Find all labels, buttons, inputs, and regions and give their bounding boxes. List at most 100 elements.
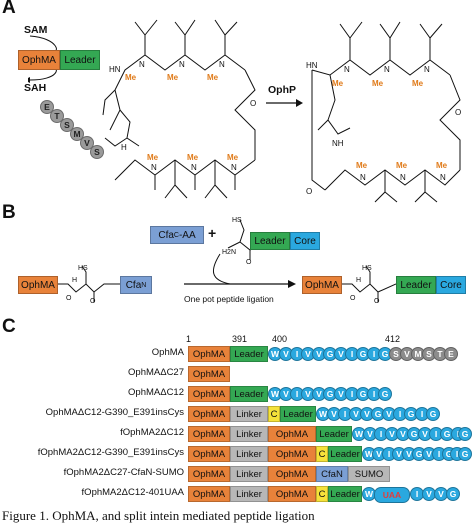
seg-c-insert: C — [316, 486, 328, 502]
ligation-label: One pot peptide ligation — [184, 294, 274, 304]
seg-leader: Leader — [280, 406, 316, 422]
svg-text:Me: Me — [356, 161, 368, 170]
core-beads-row2: W V I V V G V I G I G — [268, 387, 398, 401]
svg-text:H: H — [356, 277, 361, 284]
svg-text:Me: Me — [147, 153, 159, 162]
seg-leader: Leader — [230, 386, 268, 402]
ophp-label: OphP — [268, 84, 296, 96]
pos-400: 400 — [272, 334, 288, 344]
svg-text:Me: Me — [227, 153, 239, 162]
seg-ophma: OphMA — [188, 486, 230, 502]
seg-ophma: OphMA — [188, 446, 230, 462]
svg-text:Me: Me — [332, 79, 344, 88]
ligation-arrow — [184, 253, 296, 288]
svg-text:Me: Me — [207, 73, 219, 82]
bead-s: S — [60, 118, 74, 132]
product-structure: HS O H O — [342, 265, 396, 304]
svg-text:HS: HS — [78, 265, 88, 272]
core-peptide-beads: E T S M V S — [40, 100, 130, 160]
svg-text:N: N — [424, 65, 430, 74]
uaa-bead: UAA — [374, 487, 410, 503]
leader-box-b-top: Leader — [250, 232, 290, 250]
seg-ophma-2: OphMA — [268, 466, 316, 482]
svg-text:N: N — [440, 173, 446, 182]
row-label-2: OphMAΔC12 — [128, 387, 184, 398]
uaa-beads-row7: W UAA I V V G — [362, 487, 472, 503]
svg-text:N: N — [191, 163, 197, 172]
core-box-b-right: Core — [436, 276, 466, 294]
seg-ophma-2: OphMA — [268, 426, 316, 442]
svg-text:O: O — [246, 259, 252, 264]
svg-text:O: O — [90, 298, 96, 304]
svg-text:NH: NH — [332, 139, 344, 148]
seg-ophma-2: OphMA — [268, 446, 316, 462]
panel-label-c: C — [2, 316, 16, 337]
svg-text:N: N — [151, 163, 157, 172]
sah-label: SAH — [24, 82, 47, 94]
plus-sign: + — [208, 225, 217, 241]
core-beads-row3: W V I V V G V I G I G — [316, 407, 446, 421]
seg-leader: Leader — [328, 486, 362, 502]
svg-text:Me: Me — [187, 153, 199, 162]
row-label-0: OphMA — [151, 347, 184, 358]
row-label-1: OphMAΔC27 — [128, 367, 184, 378]
svg-text:Me: Me — [372, 79, 384, 88]
core-beads-row4: W V I V V G V I G I G — [352, 427, 474, 441]
seg-ophma: OphMA — [188, 386, 230, 402]
row-label-7: fOphMA2ΔC12-401UAA — [81, 487, 184, 498]
svg-text:N: N — [384, 65, 390, 74]
svg-text:Me: Me — [125, 73, 137, 82]
macrocycle-left: HN N N N O H N N N Me Me Me Me Me Me — [102, 19, 256, 199]
seg-linker: Linker — [230, 466, 268, 482]
seg-sumo: SUMO — [348, 466, 390, 482]
row-label-6: fOphMA2ΔC27-CfaN-SUMO — [63, 467, 184, 478]
row-label-3: OphMAΔC12-G390_E391insCys — [45, 407, 184, 418]
svg-text:N: N — [219, 60, 225, 69]
svg-text:O: O — [250, 99, 256, 108]
svg-text:HS: HS — [232, 217, 242, 224]
seg-c-insert: C — [268, 406, 280, 422]
svg-text:Me: Me — [167, 73, 179, 82]
bead-t: T — [50, 109, 64, 123]
core-box-b-top: Core — [290, 232, 320, 250]
bead-v: V — [80, 136, 94, 150]
svg-text:H: H — [121, 143, 127, 152]
seg-ophma-2: OphMA — [268, 486, 316, 502]
svg-text:Me: Me — [396, 161, 408, 170]
seg-linker: Linker — [230, 486, 268, 502]
svg-text:N: N — [231, 163, 237, 172]
bead-m: M — [70, 127, 84, 141]
seg-ophma: OphMA — [188, 466, 230, 482]
seg-linker: Linker — [230, 406, 268, 422]
svg-text:N: N — [360, 173, 366, 182]
thioester-structure: HS O H O — [58, 265, 120, 304]
sam-label: SAM — [24, 24, 48, 36]
svg-text:N: N — [139, 60, 145, 69]
svg-text:O: O — [306, 187, 312, 196]
seg-ophma: OphMA — [188, 346, 230, 362]
seg-cfan: CfaN — [316, 466, 348, 482]
seg-leader: Leader — [328, 446, 362, 462]
svg-text:O: O — [374, 298, 380, 304]
leader-box-a: Leader — [60, 50, 100, 70]
svg-text:O: O — [350, 295, 356, 302]
seg-c-insert: C — [316, 446, 328, 462]
bead-e: E — [40, 100, 54, 114]
seg-linker: Linker — [230, 426, 268, 442]
bead-s2: S — [90, 145, 104, 159]
row-label-5: fOphMA2ΔC12-G390_E391insCys — [37, 447, 184, 458]
svg-text:N: N — [179, 60, 185, 69]
macrocycle-right: HN N N N O NH N N N O Me Me Me Me Me Me — [306, 21, 461, 203]
row-label-4: fOphMA2ΔC12 — [120, 427, 184, 438]
ophma-box-b-right: OphMA — [302, 276, 342, 294]
svg-text:Me: Me — [412, 79, 424, 88]
panel-label-b: B — [2, 202, 16, 223]
seg-leader: Leader — [230, 346, 268, 362]
svg-text:HS: HS — [362, 265, 372, 272]
leader-box-b-right: Leader — [396, 276, 436, 294]
core-beads-row5: W V I V V G V I G I G — [362, 447, 472, 461]
seg-ophma: OphMA — [188, 426, 230, 442]
pos-412: 412 — [385, 334, 401, 344]
